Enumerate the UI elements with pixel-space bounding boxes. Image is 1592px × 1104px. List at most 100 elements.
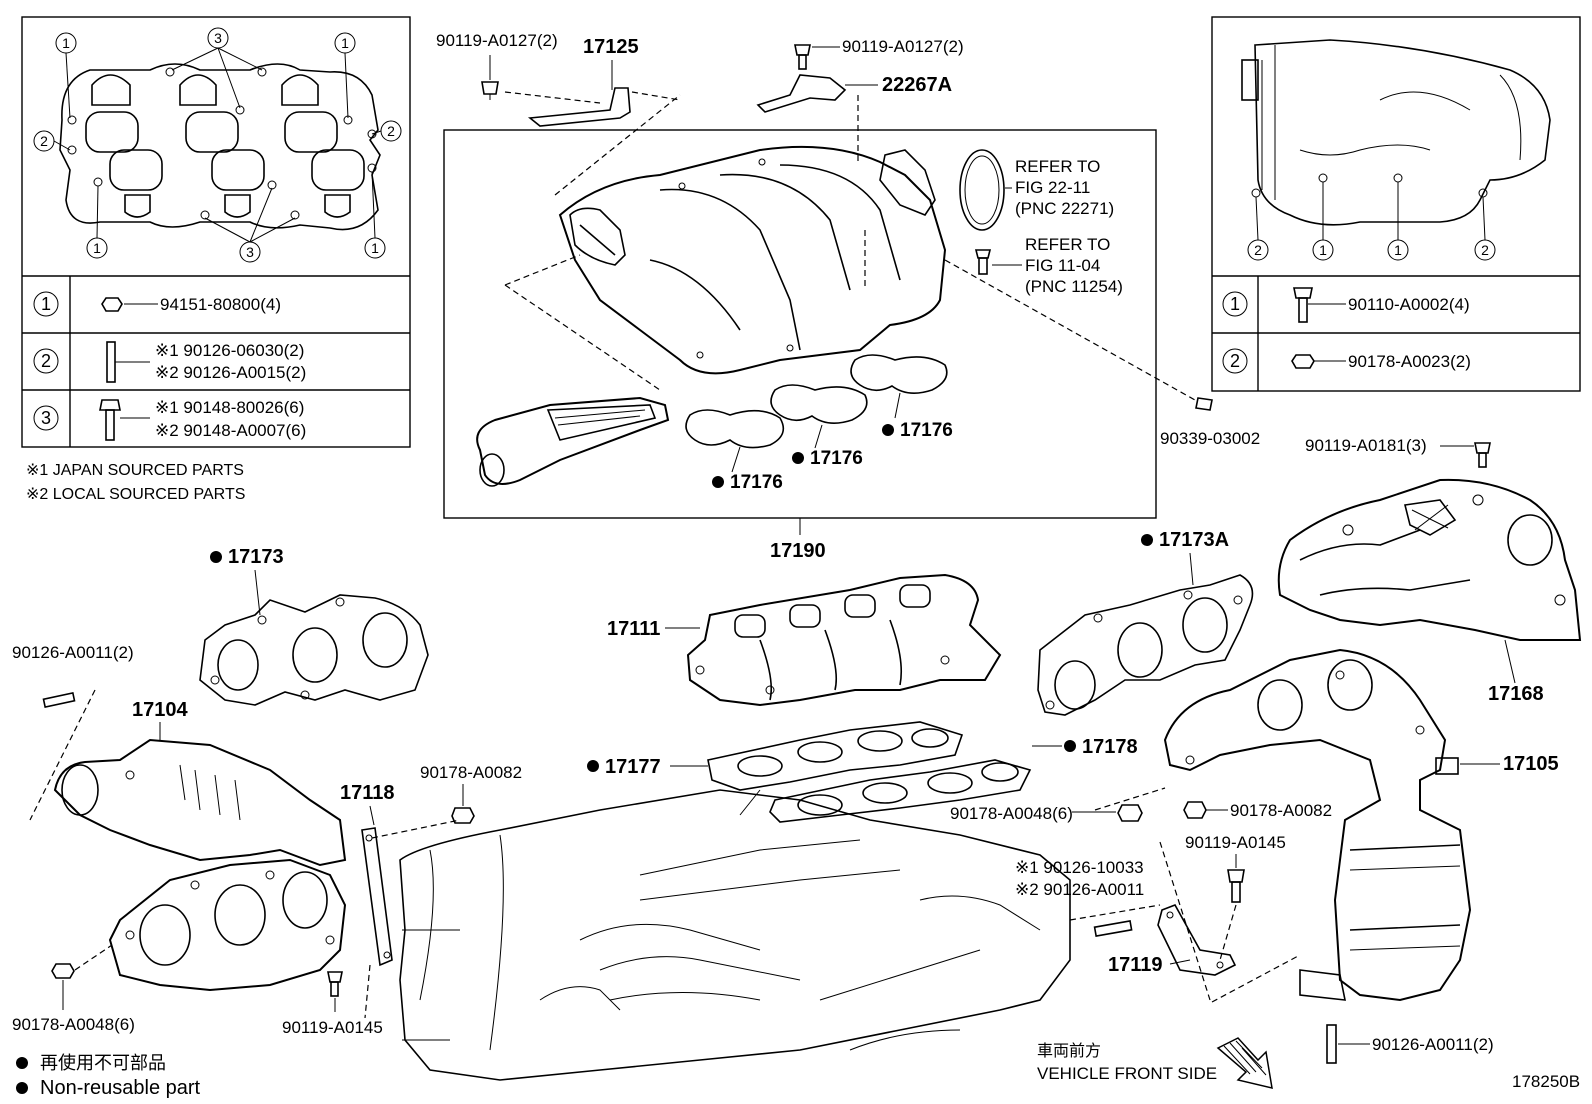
label-90119-a0127: 90119-A0127(2) bbox=[842, 37, 964, 56]
stay-17118-drawing bbox=[361, 827, 393, 967]
nut-icon bbox=[451, 807, 475, 824]
inset-left: 1 3 1 2 2 1 3 1 1 94151-80800(4) 2 bbox=[21, 16, 411, 448]
label-90178-a0048: 90178-A0048(6) bbox=[12, 1015, 135, 1034]
intake-control-valve-drawing bbox=[476, 396, 670, 487]
label-17176: 17176 bbox=[730, 472, 783, 493]
legend-local-sourced: ※2 LOCAL SOURCED PARTS bbox=[26, 486, 245, 503]
inset-left-table: 1 94151-80800(4) 2 ※1 90126-06030(2) ※2 … bbox=[33, 291, 306, 441]
label-90126-a0011: 90126-A0011(2) bbox=[12, 643, 134, 662]
stud-bolt-icon bbox=[1326, 1024, 1337, 1064]
label-17178: 17178 bbox=[1082, 736, 1138, 758]
label-17176: 17176 bbox=[810, 448, 863, 469]
inset-right-callouts: 2 1 1 2 bbox=[1247, 182, 1496, 261]
gaskets-17176-drawing bbox=[685, 354, 948, 449]
label-90178-a0048: 90178-A0048(6) bbox=[950, 804, 1073, 823]
label-17168: 17168 bbox=[1488, 683, 1544, 705]
stud-bolt-icon bbox=[42, 692, 76, 708]
inset-left-callouts: 1 3 1 2 2 1 3 1 bbox=[33, 27, 402, 263]
non-reusable-dot bbox=[16, 1082, 28, 1094]
row-3-number: 3 bbox=[41, 408, 51, 428]
refer-to-label: REFER TO bbox=[1025, 235, 1110, 254]
pn-90110-a0002: 90110-A0002(4) bbox=[1348, 295, 1470, 314]
exhaust-gasket-17173a-drawing bbox=[1037, 574, 1254, 716]
callout-2: 2 bbox=[387, 123, 395, 139]
lower-intake-17111-drawing bbox=[686, 573, 1002, 707]
label-90126-a0011: 90126-A0011(2) bbox=[1372, 1035, 1494, 1054]
insulator-drawing bbox=[1241, 39, 1551, 226]
callout-2: 2 bbox=[1254, 242, 1262, 258]
label-17173: 17173 bbox=[228, 546, 284, 568]
label-17119: 17119 bbox=[1108, 954, 1163, 976]
callout-3: 3 bbox=[246, 244, 254, 260]
callout-1: 1 bbox=[1319, 242, 1327, 258]
label-90178-a0082: 90178-A0082 bbox=[1230, 801, 1332, 820]
row-1-number: 1 bbox=[1230, 294, 1240, 314]
refer-fig-22-11: FIG 22-11 bbox=[1015, 178, 1090, 197]
non-reusable-dot bbox=[1141, 534, 1153, 546]
label-17125: 17125 bbox=[583, 36, 639, 58]
row-2-number: 2 bbox=[1230, 351, 1240, 371]
inset-right-table: 1 90110-A0002(4) 2 90178-A0023(2) bbox=[1222, 287, 1471, 374]
bolt-icon bbox=[794, 44, 811, 56]
intake-plenum-drawing bbox=[558, 145, 947, 375]
refer-pnc-22271: (PNC 22271) bbox=[1015, 199, 1114, 218]
callout-1: 1 bbox=[371, 240, 379, 256]
heat-insulator-17168-drawing bbox=[1277, 478, 1582, 641]
label-17111: 17111 bbox=[607, 618, 660, 640]
stud-bolt-icon bbox=[106, 341, 116, 383]
bracket-17119-drawing bbox=[1157, 904, 1237, 976]
callout-3: 3 bbox=[214, 30, 222, 46]
pn-90148-a0007: ※2 90148-A0007(6) bbox=[155, 421, 306, 440]
nut-icon bbox=[1117, 804, 1143, 822]
nut-icon bbox=[101, 297, 123, 312]
plug-90339-icon bbox=[1195, 397, 1213, 411]
inset-left-frame bbox=[21, 16, 411, 448]
label-90178-a0082: 90178-A0082 bbox=[420, 763, 522, 782]
callout-2: 2 bbox=[1481, 242, 1489, 258]
exhaust-manifold-17105-drawing bbox=[1163, 648, 1472, 1002]
nut-icon bbox=[1291, 354, 1315, 369]
label-90119-a0181: 90119-A0181(3) bbox=[1305, 436, 1427, 455]
screw-icon bbox=[974, 249, 992, 259]
label-17105: 17105 bbox=[1503, 753, 1559, 775]
refer-to-label: REFER TO bbox=[1015, 157, 1100, 176]
bolt-icon bbox=[1474, 442, 1491, 454]
callout-1: 1 bbox=[1394, 242, 1402, 258]
callout-2: 2 bbox=[40, 133, 48, 149]
label-90339-03002: 90339-03002 bbox=[1160, 429, 1260, 448]
pn-90178-a0023: 90178-A0023(2) bbox=[1348, 352, 1471, 371]
refer-pnc-11254: (PNC 11254) bbox=[1025, 277, 1123, 296]
non-reusable-dot bbox=[1064, 740, 1076, 752]
inset-right: 2 1 1 2 1 90110-A0002(4) 2 90178-A0023(2… bbox=[1211, 16, 1581, 392]
non-reusable-dot bbox=[792, 452, 804, 464]
exhaust-gasket-17173-drawing bbox=[199, 594, 429, 706]
label-22267a: 22267A bbox=[882, 74, 952, 96]
label-90126-10033: ※1 90126-10033 bbox=[1015, 858, 1144, 877]
refer-fig-11-04: FIG 11-04 bbox=[1025, 256, 1100, 275]
legend-non-reusable-en: Non-reusable part bbox=[40, 1077, 201, 1099]
non-reusable-dot bbox=[210, 551, 222, 563]
label-90119-a0145: 90119-A0145 bbox=[282, 1018, 383, 1037]
exhaust-manifold-17104-drawing bbox=[53, 738, 347, 992]
pn-90126-a0015: ※2 90126-A0015(2) bbox=[155, 363, 306, 382]
legend-japan-sourced: ※1 JAPAN SOURCED PARTS bbox=[26, 462, 244, 479]
non-reusable-dot bbox=[882, 424, 894, 436]
stud-bolt-icon bbox=[1093, 920, 1133, 937]
callout-1: 1 bbox=[62, 35, 70, 51]
front-arrow-icon bbox=[1216, 1037, 1273, 1089]
inset-right-frame bbox=[1211, 16, 1581, 392]
callout-1: 1 bbox=[93, 240, 101, 256]
front-side-label-jp: 車両前方 bbox=[1037, 1042, 1101, 1060]
bolt-icon bbox=[481, 81, 499, 95]
throttle-gasket-ring bbox=[959, 149, 1005, 231]
engine-block-outline bbox=[399, 787, 1166, 1081]
callout-1: 1 bbox=[341, 35, 349, 51]
non-reusable-dot bbox=[712, 476, 724, 488]
label-17118: 17118 bbox=[340, 782, 395, 804]
figure-id: 178250B bbox=[1512, 1072, 1580, 1091]
bracket-22267a-drawing bbox=[756, 44, 847, 113]
front-side-label-en: VEHICLE FRONT SIDE bbox=[1037, 1064, 1217, 1083]
label-17190: 17190 bbox=[770, 540, 826, 562]
bolt-icon bbox=[327, 971, 343, 983]
